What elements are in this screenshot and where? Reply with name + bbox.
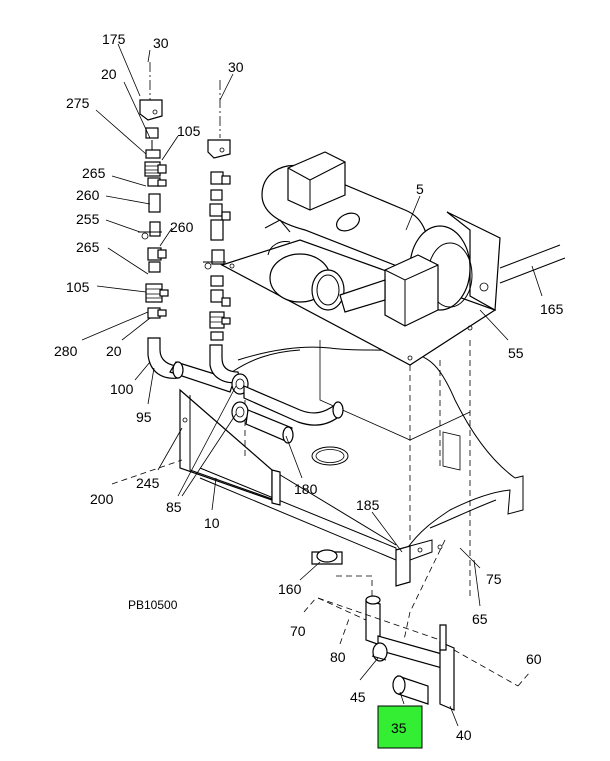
- callout-5[interactable]: 5: [416, 181, 424, 197]
- callout-60[interactable]: 60: [526, 651, 542, 667]
- lower-bracket-assembly: [311, 539, 519, 711]
- callout-260-right[interactable]: 260: [170, 219, 194, 235]
- callout-35[interactable]: 35: [391, 720, 407, 736]
- callout-275[interactable]: 275: [66, 95, 90, 111]
- motor-pump-assembly: [220, 151, 566, 366]
- callout-95[interactable]: 95: [136, 409, 152, 425]
- callout-245[interactable]: 245: [136, 475, 160, 491]
- callout-10[interactable]: 10: [204, 515, 220, 531]
- callout-105-top[interactable]: 105: [177, 123, 201, 139]
- callout-105-bottom[interactable]: 105: [66, 279, 90, 295]
- drawing-reference: PB10500: [128, 598, 178, 612]
- callout-165[interactable]: 165: [540, 301, 564, 317]
- callout-30-right[interactable]: 30: [228, 59, 244, 75]
- callout-20-bottom[interactable]: 20: [106, 343, 122, 359]
- callout-185[interactable]: 185: [356, 497, 380, 513]
- leader-lines: [81, 43, 543, 727]
- callout-40[interactable]: 40: [456, 727, 472, 743]
- left-hose-assembly: [138, 62, 235, 393]
- callout-70[interactable]: 70: [290, 623, 306, 639]
- right-hose-assembly: [203, 80, 344, 444]
- callout-30-left[interactable]: 30: [153, 35, 169, 51]
- callout-175[interactable]: 175: [102, 31, 126, 47]
- callout-55[interactable]: 55: [508, 345, 524, 361]
- callout-labels: 175 30 30 20 275 105 265 260 255 260 265…: [54, 31, 564, 743]
- callout-80[interactable]: 80: [330, 649, 346, 665]
- callout-255[interactable]: 255: [76, 211, 100, 227]
- callout-65[interactable]: 65: [472, 611, 488, 627]
- callout-45[interactable]: 45: [350, 689, 366, 705]
- callout-265-top[interactable]: 265: [82, 165, 106, 181]
- callout-200[interactable]: 200: [90, 491, 114, 507]
- tank-body: [179, 340, 524, 600]
- callout-160[interactable]: 160: [278, 581, 302, 597]
- callout-20-top[interactable]: 20: [101, 66, 117, 82]
- highlighted-part-box[interactable]: [377, 705, 423, 749]
- callout-85[interactable]: 85: [166, 499, 182, 515]
- callout-280[interactable]: 280: [54, 343, 78, 359]
- callout-100[interactable]: 100: [110, 381, 134, 397]
- callout-265-bottom[interactable]: 265: [76, 239, 100, 255]
- callout-180[interactable]: 180: [294, 481, 318, 497]
- callout-260-left[interactable]: 260: [76, 187, 100, 203]
- callout-75[interactable]: 75: [486, 571, 502, 587]
